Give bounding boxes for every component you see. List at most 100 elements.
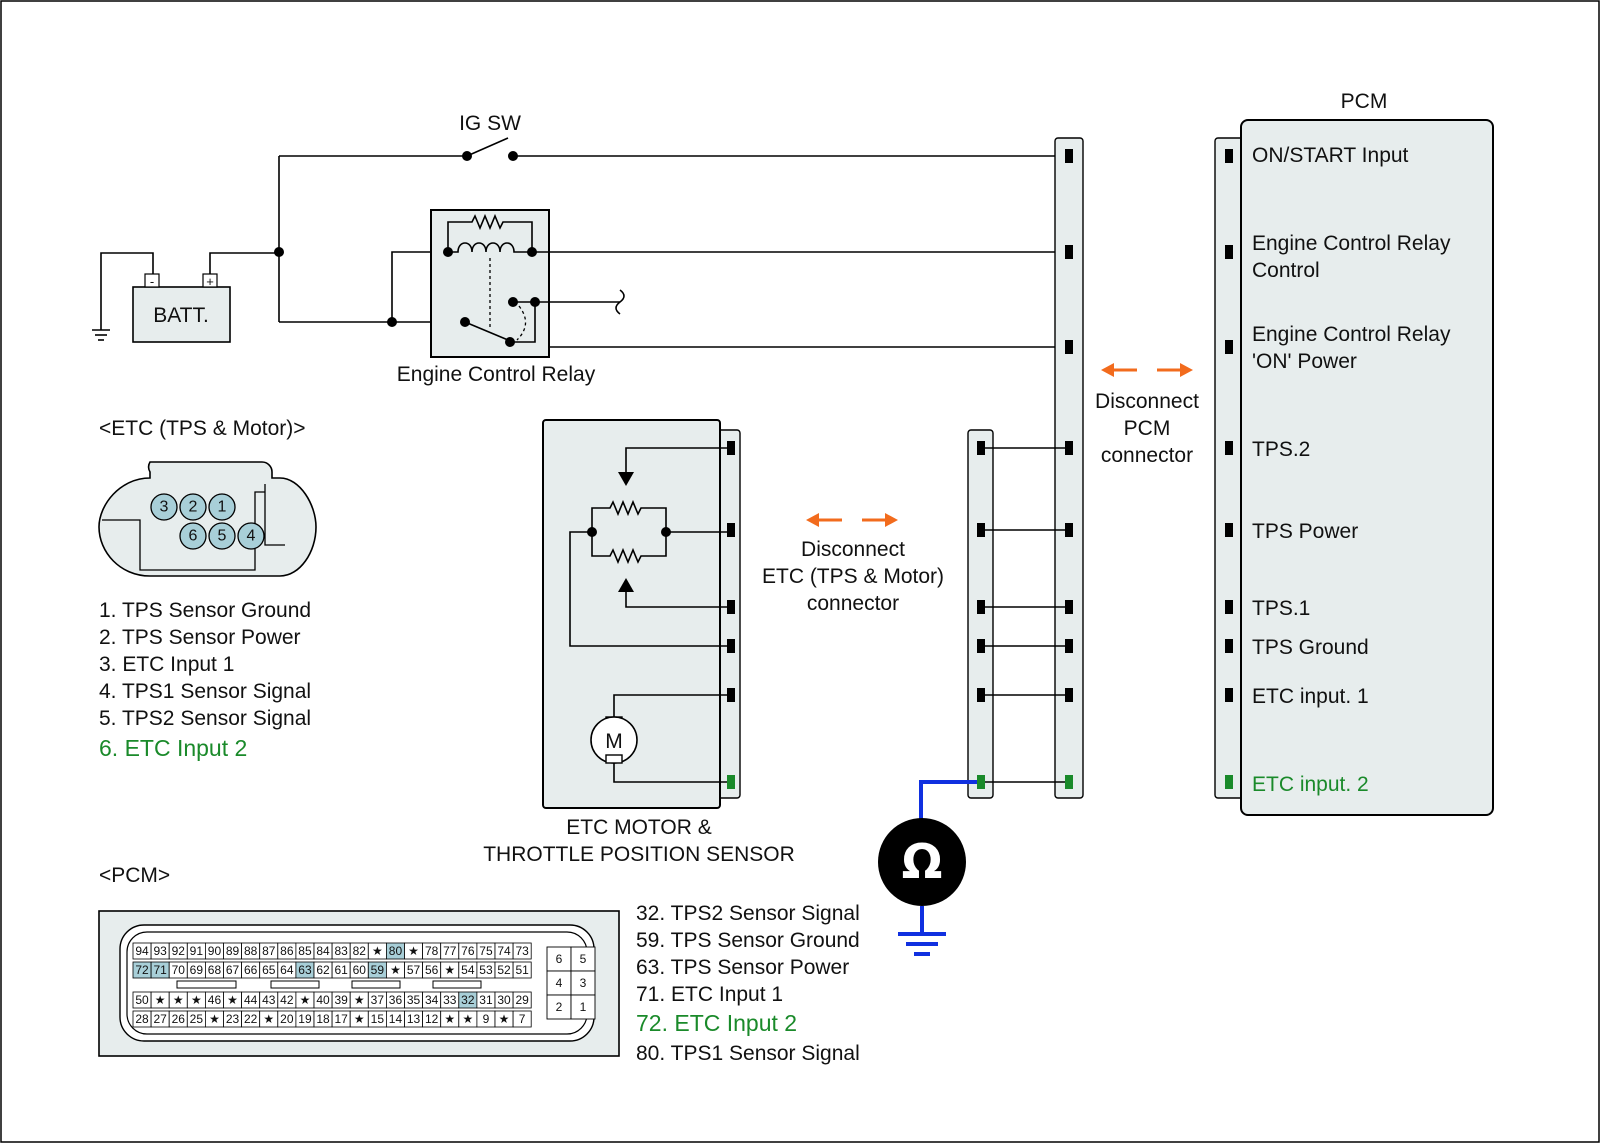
pcm-pin-label: 76 <box>461 944 475 958</box>
pcm-pin-label: 33 <box>443 993 457 1007</box>
pcm-pin-label: 62 <box>316 963 330 977</box>
pcm-terminal-tps2: TPS.2 <box>1252 438 1310 461</box>
pcm-pin-label: 53 <box>479 963 493 977</box>
pcm-small-pin-label: 2 <box>556 1000 563 1014</box>
pcm-pin-label: 13 <box>407 1012 421 1026</box>
etc-pin-4: 4 <box>247 528 256 545</box>
pcm-pin-cell <box>512 1010 532 1028</box>
pcm-pin-label: 73 <box>515 944 529 958</box>
disconnect-pcm-line2: PCM <box>1124 417 1171 440</box>
pcm-small-pin-label: 4 <box>556 976 563 990</box>
pcm-pin-label: 12 <box>425 1012 439 1026</box>
pcm-terminal-relay-on-1: Engine Control Relay <box>1252 323 1451 346</box>
pcm-pin-label: ★ <box>155 993 166 1007</box>
pcm-pins <box>1065 149 1233 789</box>
pcm-small-pin-label: 5 <box>580 952 587 966</box>
pcm-pin-label: 40 <box>316 993 330 1007</box>
pcm-legend-63: 63. TPS Sensor Power <box>636 956 849 979</box>
pcm-pin-label: 28 <box>135 1012 149 1026</box>
pcm-terminal-tps1: TPS.1 <box>1252 597 1310 620</box>
pcm-harness-connector <box>1054 137 1084 799</box>
pcm-legend-32: 32. TPS2 Sensor Signal <box>636 902 860 925</box>
pcm-legend-71: 71. ETC Input 1 <box>636 983 783 1006</box>
pcm-pin-label: 63 <box>298 963 312 977</box>
battery-plus: + <box>206 274 214 289</box>
pcm-pin-label: 71 <box>153 963 167 977</box>
pcm-terminal-relay-control-1: Engine Control Relay <box>1252 232 1451 255</box>
pcm-pin-label: 88 <box>244 944 258 958</box>
etc-module: M <box>542 419 741 809</box>
pcm-pin-label: 91 <box>190 944 204 958</box>
disconnect-pcm-line3: connector <box>1101 444 1193 467</box>
pcm-pin-label: 37 <box>371 993 385 1007</box>
pcm-pin-label: 36 <box>389 993 403 1007</box>
pcm-pin-label: 57 <box>407 963 421 977</box>
pcm-pin-label: 18 <box>316 1012 330 1026</box>
etc-legend-2: 2. TPS Sensor Power <box>99 626 301 649</box>
pcm-pin-label: 61 <box>334 963 348 977</box>
pcm-pin-label: 74 <box>497 944 511 958</box>
pcm-pin-label: 66 <box>244 963 258 977</box>
pcm-pin-label: ★ <box>444 963 455 977</box>
etc-connector-face: <ETC (TPS & Motor)> 3 2 1 6 5 4 <box>98 417 317 577</box>
pcm-pin-label: ★ <box>390 963 401 977</box>
pcm-terminal-tps-power: TPS Power <box>1252 520 1358 543</box>
etc-pin-2: 2 <box>189 499 198 516</box>
pcm-pin-label: 27 <box>153 1012 167 1026</box>
pcm-pin-label: 25 <box>190 1012 204 1026</box>
etc-legend-3: 3. ETC Input 1 <box>99 653 234 676</box>
etc-legend-5: 5. TPS2 Sensor Signal <box>99 707 311 730</box>
pcm-pin-cell <box>512 961 532 979</box>
pcm-pin-label: 51 <box>515 963 529 977</box>
ohmmeter: Ω <box>878 780 977 956</box>
pcm-pin-label: 64 <box>280 963 294 977</box>
pcm-pin-cell <box>512 942 532 960</box>
pcm-small-pin-cell <box>570 970 596 996</box>
disconnect-etc-line1: Disconnect <box>801 538 905 561</box>
pcm-title: PCM <box>1341 90 1388 113</box>
pcm-pin-label: 70 <box>172 963 186 977</box>
pcm-pin-label: 82 <box>353 944 367 958</box>
pcm-pin-label: 14 <box>389 1012 403 1026</box>
pcm-small-pin-label: 1 <box>580 1000 587 1014</box>
pcm-pin-label: 77 <box>443 944 457 958</box>
pcm-pin-label: 29 <box>515 993 529 1007</box>
pcm-pin-label: ★ <box>227 993 238 1007</box>
pcm-terminal-labels: ON/START Input Engine Control Relay Cont… <box>1252 144 1451 796</box>
pcm-pin-label: ★ <box>462 1012 473 1026</box>
etc-legend-1: 1. TPS Sensor Ground <box>99 599 311 622</box>
pcm-pin-label: 84 <box>316 944 330 958</box>
etc-legend-6: 6. ETC Input 2 <box>99 735 247 761</box>
etc-pin-5: 5 <box>218 528 227 545</box>
pcm-pin-label: 31 <box>479 993 493 1007</box>
pcm-pin-label: 85 <box>298 944 312 958</box>
pcm-pin-label: 34 <box>425 993 439 1007</box>
pcm-pin-label: 23 <box>226 1012 240 1026</box>
pcm-pin-label: 50 <box>135 993 149 1007</box>
pcm-pin-label: ★ <box>372 944 383 958</box>
ground-symbol <box>92 252 154 341</box>
pcm-pin-label: 89 <box>226 944 240 958</box>
pcm-pin-label: ★ <box>209 1012 220 1026</box>
etc-connector-title: <ETC (TPS & Motor)> <box>99 417 306 440</box>
pcm-small-pin-cell <box>570 994 596 1020</box>
pcm-pin-label: 68 <box>208 963 222 977</box>
pcm-pin-label: ★ <box>300 993 311 1007</box>
pcm-pin-label: 7 <box>519 1012 526 1026</box>
pcm-pin-label: ★ <box>499 1012 510 1026</box>
pcm-pin-label: 52 <box>497 963 511 977</box>
pcm-pin-label: 42 <box>280 993 294 1007</box>
pcm-terminal-on-start: ON/START Input <box>1252 144 1409 167</box>
pcm-pin-label: 80 <box>389 944 403 958</box>
pcm-legend: 32. TPS2 Sensor Signal 59. TPS Sensor Gr… <box>636 902 860 1065</box>
pcm-legend-80: 80. TPS1 Sensor Signal <box>636 1042 860 1065</box>
pcm-connector-title: <PCM> <box>99 864 170 887</box>
pcm-pin-label: 67 <box>226 963 240 977</box>
pcm-pin-label: 39 <box>334 993 348 1007</box>
pcm-terminal-etc-input1: ETC input. 1 <box>1252 685 1369 708</box>
battery-minus: - <box>150 274 154 289</box>
etc-pin-1: 1 <box>218 499 227 516</box>
